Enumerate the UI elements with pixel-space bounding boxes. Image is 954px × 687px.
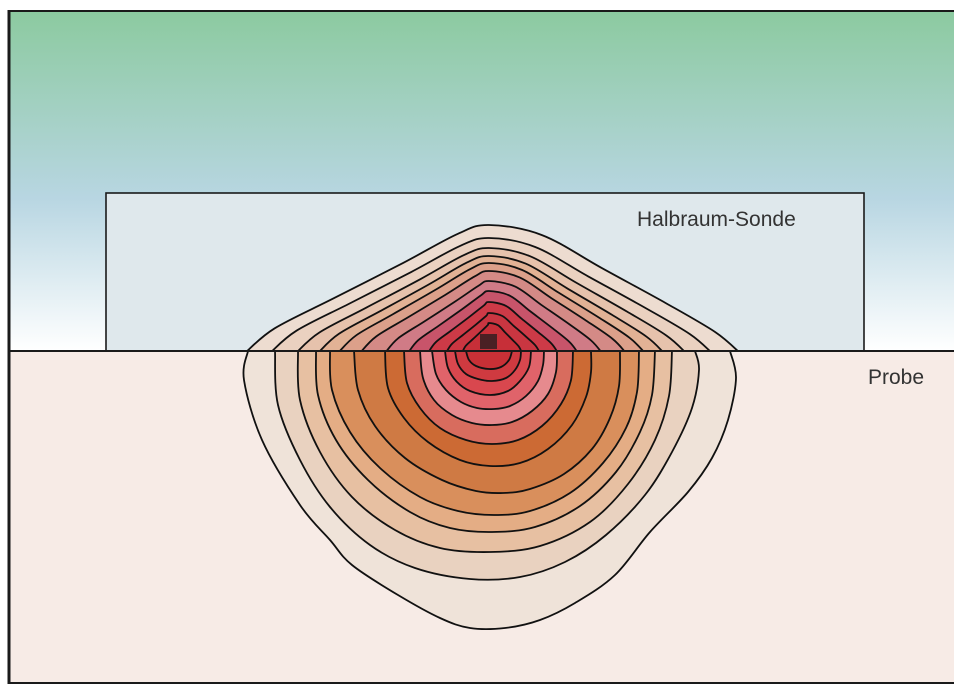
probe-contour-band (465, 351, 513, 370)
probe-label: Probe (868, 366, 925, 389)
upper-contour-group (245, 224, 740, 351)
halfspace-probe-label: Halbraum-Sonde (637, 208, 796, 231)
lower-contour-group (242, 351, 737, 631)
source-square-marker (480, 334, 497, 349)
